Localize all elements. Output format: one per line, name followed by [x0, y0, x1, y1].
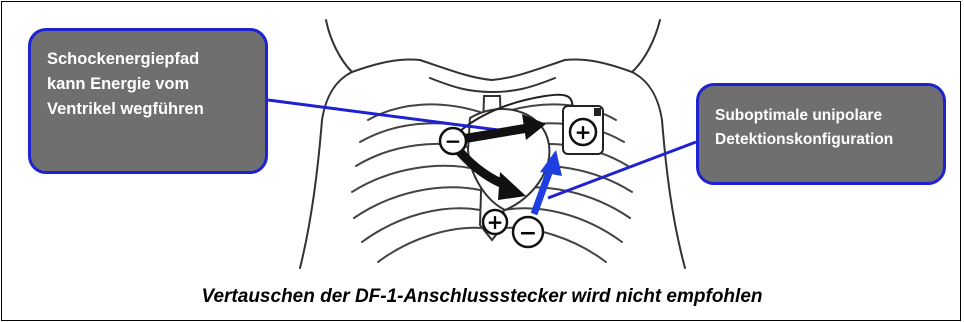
shock-path-line-1: Schockenergiepfad	[47, 47, 251, 72]
tip-negative-symbol: −	[519, 221, 537, 246]
device-header	[594, 108, 601, 116]
coil-positive-symbol: +	[487, 210, 504, 234]
caption: Vertauschen der DF-1-Anschlussstecker wi…	[0, 286, 964, 308]
shock-path-line-3: Ventrikel wegführen	[47, 97, 251, 122]
detection-callout: Suboptimale unipolare Detektionskonfigur…	[696, 83, 946, 185]
shock-path-callout: Schockenergiepfad kann Energie vom Ventr…	[28, 28, 268, 174]
shock-path-line-2: kann Energie vom	[47, 72, 251, 97]
detection-line-1: Suboptimale unipolare	[715, 104, 933, 128]
can-positive-symbol: +	[575, 120, 592, 144]
detection-line-2: Detektionskonfiguration	[715, 128, 933, 152]
shock-path-pointer	[268, 100, 498, 130]
coil-negative-symbol: −	[445, 129, 462, 153]
